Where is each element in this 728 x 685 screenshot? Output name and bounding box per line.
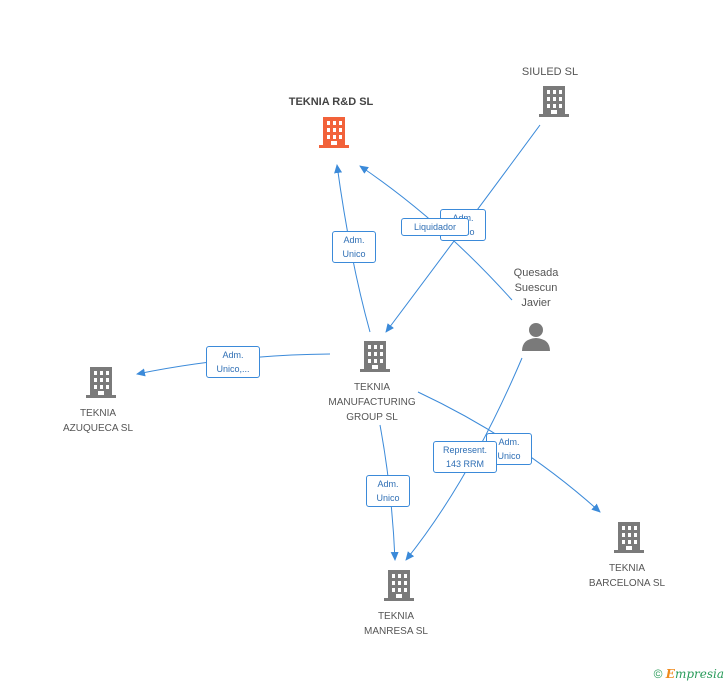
node-label-teknia-manresa[interactable]: TEKNIA MANRESA SL (364, 611, 428, 637)
relation-mfg-rd[interactable]: Adm. Unico (332, 231, 376, 263)
relation-mfg-azuqueca[interactable]: Adm. Unico,... (206, 346, 260, 378)
node-label-person[interactable]: Quesada Suescun Javier (513, 267, 559, 309)
empresia-footer: © Empresia (654, 667, 724, 681)
node-label-teknia-manufacturing[interactable]: TEKNIA MANUFACTURING GROUP SL (328, 382, 416, 423)
person-icon (522, 323, 550, 351)
building-icon-barcelona (614, 522, 644, 553)
node-label-teknia-azuqueca[interactable]: TEKNIA AZUQUECA SL (62, 408, 134, 434)
node-label-siuled[interactable]: SIULED SL (521, 66, 579, 78)
building-icon-manresa (384, 570, 414, 601)
relation-person-rd[interactable]: Liquidador (401, 218, 469, 236)
building-icon-azuqueca (86, 367, 116, 398)
node-label-teknia-rd[interactable]: TEKNIA R&D SL (288, 96, 374, 108)
building-icon-mfg (360, 341, 390, 372)
node-label-teknia-barcelona[interactable]: TEKNIA BARCELONA SL (588, 563, 666, 589)
building-icon-rd (319, 117, 349, 148)
empresia-logo: Empresia (665, 667, 724, 681)
building-icon-siuled (539, 86, 569, 117)
relation-person-manresa[interactable]: Represent. 143 RRM (433, 441, 497, 473)
relation-mfg-manresa[interactable]: Adm. Unico (366, 475, 410, 507)
copyright-icon: © (653, 667, 663, 681)
